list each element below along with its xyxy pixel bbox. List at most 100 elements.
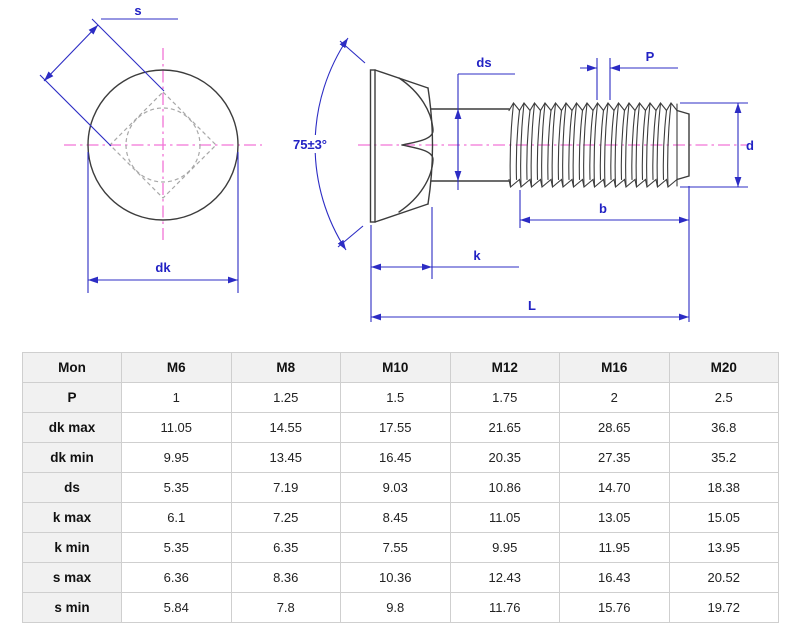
shank	[430, 108, 510, 182]
dim-label-b: b	[599, 201, 607, 216]
table-cell: 1.75	[449, 382, 560, 413]
row-label: k min	[22, 532, 122, 563]
dim-label-L: L	[528, 298, 536, 313]
col-header: Mon	[22, 352, 122, 383]
table-cell: 36.8	[668, 412, 779, 443]
table-cell: 7.55	[340, 532, 451, 563]
table-cell: 21.65	[449, 412, 560, 443]
table-cell: 17.55	[340, 412, 451, 443]
dim-k: k	[370, 207, 519, 322]
dim-L: L	[371, 298, 689, 321]
dim-d: d	[680, 102, 754, 188]
table-cell: 2	[559, 382, 670, 413]
table-cell: 10.86	[449, 472, 560, 503]
table-cell: 1.25	[230, 382, 341, 413]
table-cell: 13.95	[668, 532, 779, 563]
front-view: s dk	[39, 3, 262, 293]
col-header: M6	[121, 352, 232, 383]
square-neck-hidden	[109, 91, 217, 199]
row-label: s min	[22, 592, 122, 623]
thread-section	[508, 102, 678, 189]
col-header: M10	[340, 352, 451, 383]
table-cell: 1.5	[340, 382, 451, 413]
side-view: 75±3° ds P d b	[285, 37, 754, 322]
table-cell: 7.25	[230, 502, 341, 533]
table-cell: 13.05	[559, 502, 670, 533]
col-header: M20	[668, 352, 779, 383]
table-cell: 8.36	[230, 562, 341, 593]
technical-drawing: s dk	[39, 3, 754, 322]
dim-label-P: P	[646, 49, 655, 64]
table-cell: 9.03	[340, 472, 451, 503]
dim-P: P	[580, 49, 678, 100]
table-cell: 5.35	[121, 472, 232, 503]
table-cell: 16.43	[559, 562, 670, 593]
row-label: k max	[22, 502, 122, 533]
dim-label-k: k	[473, 248, 481, 263]
table-cell: 27.35	[559, 442, 670, 473]
table-cell: 13.45	[230, 442, 341, 473]
table-cell: 19.72	[668, 592, 779, 623]
dim-b: b	[519, 186, 690, 322]
table-cell: 15.05	[668, 502, 779, 533]
table-cell: 18.38	[668, 472, 779, 503]
row-label: s max	[22, 562, 122, 593]
thread-lines	[508, 178, 678, 189]
bolt-head-profile	[369, 69, 434, 223]
table-cell: 9.95	[121, 442, 232, 473]
table-cell: 14.70	[559, 472, 670, 503]
table-cell: 20.52	[668, 562, 779, 593]
table-cell: 2.5	[668, 382, 779, 413]
bolt-drawing-svg: s dk	[39, 3, 754, 322]
table-cell: 11.05	[449, 502, 560, 533]
neck-inscribed-circle-hidden	[125, 107, 201, 183]
table-cell: 6.1	[121, 502, 232, 533]
square-neck-curve-top	[398, 77, 434, 146]
col-header: M16	[559, 352, 670, 383]
table-cell: 7.8	[230, 592, 341, 623]
table-cell: 15.76	[559, 592, 670, 623]
row-label: dk min	[22, 442, 122, 473]
row-label: P	[22, 382, 122, 413]
table-cell: 6.36	[121, 562, 232, 593]
thread-lines	[509, 102, 672, 188]
dim-angle: 75±3°	[285, 37, 366, 251]
table-cell: 9.95	[449, 532, 560, 563]
table-cell: 1	[121, 382, 232, 413]
table-cell: 11.05	[121, 412, 232, 443]
table-cell: 8.45	[340, 502, 451, 533]
table-cell: 16.45	[340, 442, 451, 473]
table-cell: 11.76	[449, 592, 560, 623]
row-label: ds	[22, 472, 122, 503]
head-face	[369, 69, 376, 223]
table-cell: 7.19	[230, 472, 341, 503]
col-header: M8	[230, 352, 341, 383]
table-cell: 11.95	[559, 532, 670, 563]
row-label: dk max	[22, 412, 122, 443]
table-cell: 20.35	[449, 442, 560, 473]
table-cell: 9.8	[340, 592, 451, 623]
dim-label-ds: ds	[476, 55, 491, 70]
square-neck-curve-bottom	[398, 144, 434, 213]
dim-ds: ds	[454, 55, 515, 190]
dim-dk: dk	[87, 152, 239, 293]
head-circle	[87, 69, 239, 221]
table-cell: 6.35	[230, 532, 341, 563]
thread-end-chamfer	[676, 103, 690, 187]
dim-label-s: s	[134, 3, 141, 18]
dim-label-d: d	[746, 138, 754, 153]
dim-label-angle: 75±3°	[293, 137, 327, 152]
col-header: M12	[449, 352, 560, 383]
table-cell: 28.65	[559, 412, 670, 443]
dim-label-dk: dk	[155, 260, 171, 275]
table-cell: 10.36	[340, 562, 451, 593]
